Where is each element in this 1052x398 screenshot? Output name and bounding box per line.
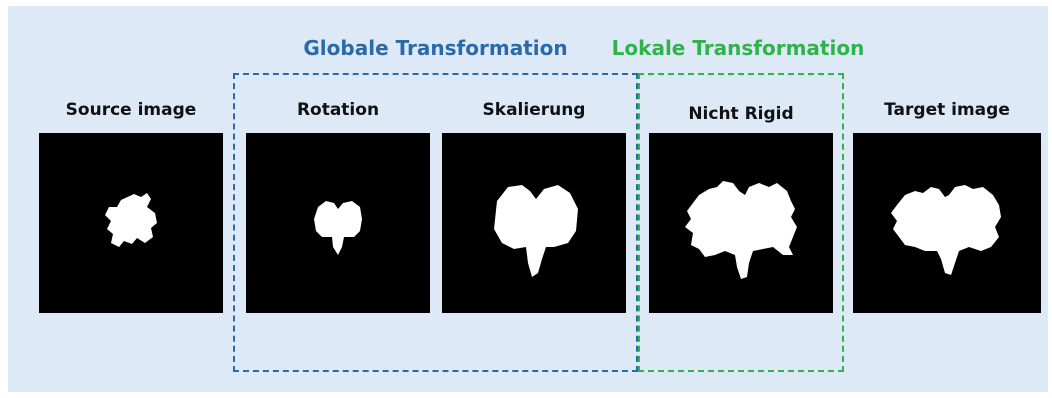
rotation-image <box>246 133 430 313</box>
panel-label-target: Target image <box>884 100 1010 120</box>
panel-label-rotation: Rotation <box>296 100 380 120</box>
skalierung-image <box>442 133 626 313</box>
panel-skalierung: Skalierung <box>442 96 626 316</box>
panel-label-nicht-rigid: Nicht Rigid <box>688 104 794 124</box>
diagram-canvas: Globale Transformation Lokale Transforma… <box>8 6 1048 392</box>
panel-source-image: Source image <box>39 96 223 316</box>
panel-target-image: Target image <box>853 96 1041 316</box>
panel-rotation: Rotation <box>246 96 430 316</box>
local-transformation-box <box>638 73 844 372</box>
rotation-shape-svg <box>314 201 362 255</box>
global-transformation-box <box>233 73 638 372</box>
source-shape-svg <box>105 193 157 247</box>
panel-label-skalierung: Skalierung <box>482 100 586 120</box>
nicht-rigid-image <box>649 133 833 313</box>
target-shape-svg <box>891 185 1001 275</box>
skalierung-shape-svg <box>494 185 578 277</box>
target-shape <box>891 185 1001 275</box>
rotation-shape <box>314 201 362 255</box>
panel-label-source: Source image <box>65 100 197 120</box>
global-transformation-title: Globale Transformation <box>303 36 568 60</box>
nicht-rigid-shape-svg <box>685 181 797 279</box>
target-image <box>853 133 1041 313</box>
source-shape <box>105 193 157 247</box>
panel-nicht-rigid: Nicht Rigid <box>649 96 833 316</box>
local-transformation-title: Lokale Transformation <box>611 36 865 60</box>
nicht-rigid-shape <box>685 181 797 279</box>
skalierung-shape <box>494 185 578 277</box>
source-image <box>39 133 223 313</box>
